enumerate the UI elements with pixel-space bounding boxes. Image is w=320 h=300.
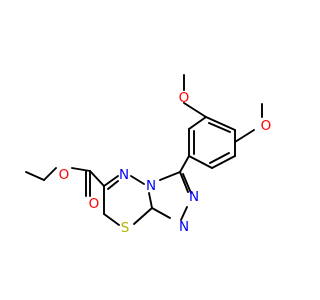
oxygen-ester-single: O (59, 167, 70, 183)
bond-16 (179, 171, 189, 193)
nitrogen-triazole-lower: N (179, 219, 189, 235)
bond-11 (208, 122, 231, 133)
bond-31 (43, 167, 57, 181)
bond-2 (183, 102, 207, 118)
bond-20 (148, 192, 153, 209)
bond-22 (103, 213, 120, 226)
bond-15 (159, 171, 181, 181)
bond-32 (25, 171, 45, 181)
bond-18 (180, 206, 188, 221)
molecule-structure: O O N N N N S O O (25, 74, 272, 236)
bond-8 (188, 155, 213, 169)
sulfur-ring: S (121, 220, 130, 236)
bond-10 (188, 116, 207, 130)
bond-27 (89, 170, 105, 187)
bond-12 (209, 152, 230, 164)
bond-17 (182, 173, 192, 194)
bond-25 (107, 180, 119, 190)
bond-7 (211, 155, 236, 169)
oxygen-ester-carbonyl: O (89, 196, 100, 212)
bond-4 (234, 129, 255, 143)
bond-14 (179, 155, 190, 173)
bond-24 (103, 175, 119, 187)
oxygen-methoxy-right: O (261, 118, 272, 134)
bond-5 (205, 116, 236, 131)
bond-30 (71, 167, 91, 172)
atom-labels: O O N N N N S O O (59, 90, 272, 236)
nitrogen-triazole-upper: N (189, 189, 199, 205)
bond-19 (151, 207, 171, 219)
nitrogen-bridgehead: N (146, 178, 156, 194)
bonds (25, 74, 263, 226)
nitrogen-triazine: N (119, 167, 129, 183)
bond-21 (133, 207, 153, 225)
oxygen-methoxy-top: O (179, 90, 190, 106)
bond-26 (130, 175, 145, 185)
